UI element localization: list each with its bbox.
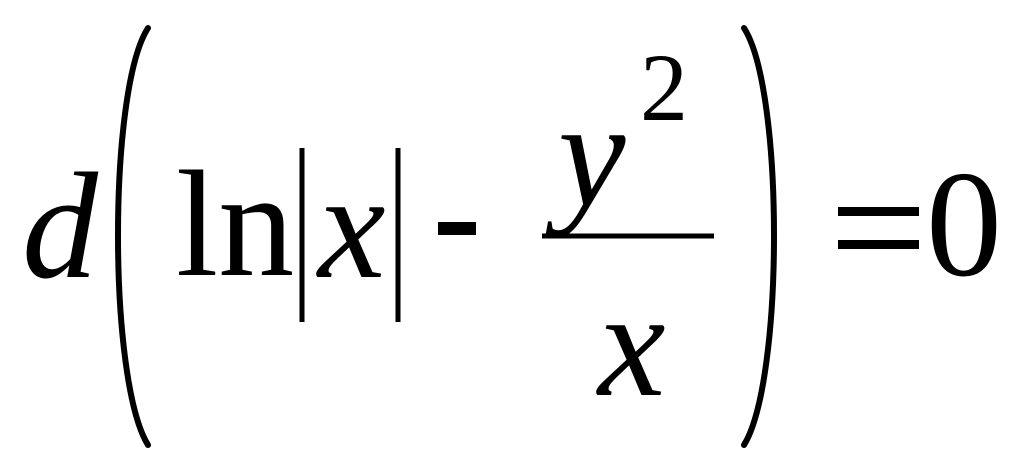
equals-sign-top: [838, 207, 919, 216]
variable-x: x: [318, 142, 386, 310]
left-parenthesis: [115, 25, 151, 448]
denominator-x: x: [598, 260, 666, 428]
rhs-zero: 0: [926, 140, 1002, 308]
differential-d: d: [22, 142, 98, 310]
right-parenthesis: [741, 25, 777, 448]
numerator-exponent: 2: [640, 34, 688, 141]
equals-sign-bottom: [838, 240, 919, 249]
minus-sign-shape: [438, 222, 476, 235]
numerator-y: y: [558, 70, 626, 238]
function-ln: ln: [176, 140, 295, 308]
